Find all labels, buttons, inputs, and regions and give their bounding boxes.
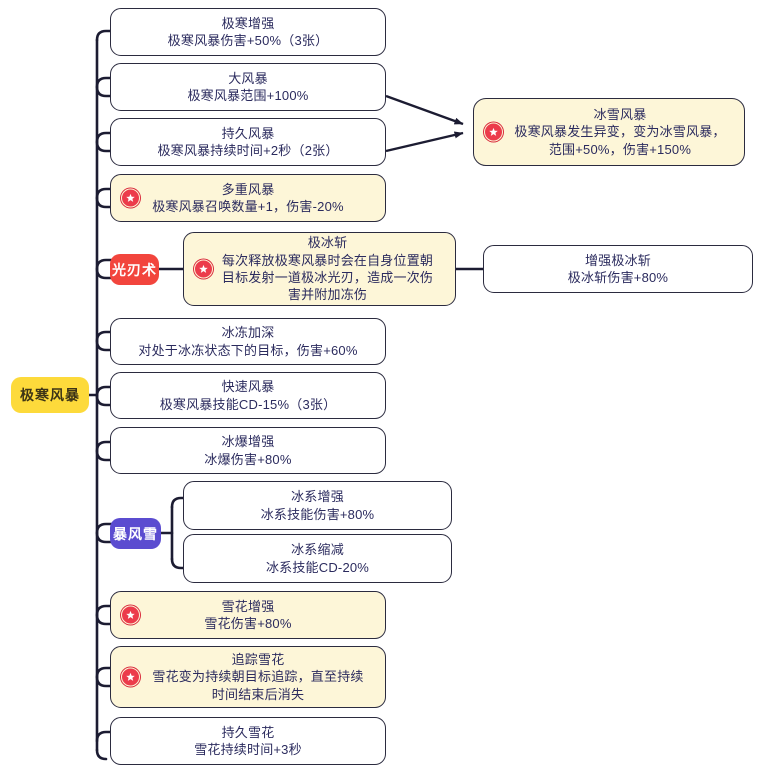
- skill-pill-label: 暴风雪: [113, 525, 158, 542]
- star-badge-icon: [121, 188, 140, 208]
- node-title: 持久风暴: [221, 125, 275, 141]
- node-title: 大风暴: [228, 70, 268, 86]
- skill-pill-light-blade[interactable]: 光刃术: [110, 254, 159, 285]
- skill-node-ice-blast-boost[interactable]: 冰爆增强 冰爆伤害+80%: [110, 427, 386, 474]
- skill-node-deep-freeze[interactable]: 冰冻加深 对处于冰冻状态下的目标，伤害+60%: [110, 318, 386, 365]
- node-title: 冰冻加深: [221, 325, 275, 341]
- node-desc: 每次释放极寒风暴时会在自身位置朝目标发射一道极冰光刃，造成一次伤害并附加冻伤: [221, 252, 434, 303]
- node-desc: 雪花变为持续朝目标追踪，直至持续时间结束后消失: [152, 669, 364, 702]
- star-badge-icon: [121, 605, 140, 625]
- skill-node-homing-snowflake[interactable]: 追踪雪花 雪花变为持续朝目标追踪，直至持续时间结束后消失: [110, 646, 386, 708]
- node-desc: 冰系技能伤害+80%: [260, 506, 375, 522]
- skill-node-rapid-storm[interactable]: 快速风暴 极寒风暴技能CD-15%（3张）: [110, 372, 386, 419]
- node-desc: 极寒风暴发生异变，变为冰雪风暴，范围+50%，伤害+150%: [514, 124, 726, 157]
- root-node-label: 极寒风暴: [20, 387, 80, 403]
- node-title: 多重风暴: [221, 181, 275, 197]
- star-badge-icon: [194, 259, 213, 279]
- skill-pill-blizzard[interactable]: 暴风雪: [110, 518, 161, 549]
- node-desc: 极寒风暴范围+100%: [187, 88, 309, 103]
- skill-node-polar-ice-slash[interactable]: 极冰斩 每次释放极寒风暴时会在自身位置朝目标发射一道极冰光刃，造成一次伤害并附加…: [183, 232, 456, 306]
- skill-node-enhanced-ice-slash[interactable]: 增强极冰斩 极冰斩伤害+80%: [483, 245, 753, 293]
- skill-node-great-storm[interactable]: 大风暴 极寒风暴范围+100%: [110, 63, 386, 111]
- node-title: 冰系缩减: [291, 542, 344, 558]
- skill-node-snow-storm[interactable]: 冰雪风暴 极寒风暴发生异变，变为冰雪风暴，范围+50%，伤害+150%: [473, 98, 745, 166]
- node-title: 冰系增强: [291, 489, 344, 505]
- node-desc: 极冰斩伤害+80%: [567, 270, 669, 285]
- skill-node-ice-school-cdr[interactable]: 冰系缩减 冰系技能CD-20%: [183, 534, 452, 583]
- node-title: 冰雪风暴: [593, 107, 647, 123]
- node-title: 雪花增强: [221, 598, 275, 614]
- root-node-extreme-frost-storm[interactable]: 极寒风暴: [11, 377, 89, 413]
- node-title: 极寒增强: [221, 15, 275, 31]
- node-desc: 冰系技能CD-20%: [265, 559, 370, 575]
- node-desc: 雪花持续时间+3秒: [194, 742, 302, 757]
- skill-pill-label: 光刃术: [112, 261, 157, 278]
- skill-node-snowflake-boost[interactable]: 雪花增强 雪花伤害+80%: [110, 591, 386, 639]
- node-desc: 极寒风暴技能CD-15%（3张）: [159, 396, 337, 412]
- node-title: 快速风暴: [221, 379, 275, 395]
- star-badge-icon: [121, 667, 140, 687]
- node-desc: 对处于冰冻状态下的目标，伤害+60%: [138, 342, 358, 358]
- skill-node-ice-school-boost[interactable]: 冰系增强 冰系技能伤害+80%: [183, 481, 452, 530]
- node-desc: 极寒风暴召唤数量+1，伤害-20%: [152, 199, 344, 214]
- star-badge-icon: [484, 122, 503, 142]
- skill-node-multi-storm[interactable]: 多重风暴 极寒风暴召唤数量+1，伤害-20%: [110, 174, 386, 222]
- node-title: 持久雪花: [221, 724, 275, 740]
- skill-node-frost-boost[interactable]: 极寒增强 极寒风暴伤害+50%（3张）: [110, 8, 386, 56]
- node-desc: 极寒风暴伤害+50%（3张）: [167, 33, 329, 48]
- node-title: 追踪雪花: [231, 652, 285, 668]
- node-title: 增强极冰斩: [584, 252, 651, 268]
- node-desc: 雪花伤害+80%: [204, 616, 292, 631]
- skill-node-lasting-snowflake[interactable]: 持久雪花 雪花持续时间+3秒: [110, 717, 386, 765]
- node-title: 极冰斩: [307, 235, 348, 251]
- skill-node-lasting-storm[interactable]: 持久风暴 极寒风暴持续时间+2秒（2张）: [110, 118, 386, 166]
- node-desc: 极寒风暴持续时间+2秒（2张）: [157, 143, 339, 158]
- node-desc: 冰爆伤害+80%: [204, 451, 292, 467]
- node-title: 冰爆增强: [221, 434, 275, 450]
